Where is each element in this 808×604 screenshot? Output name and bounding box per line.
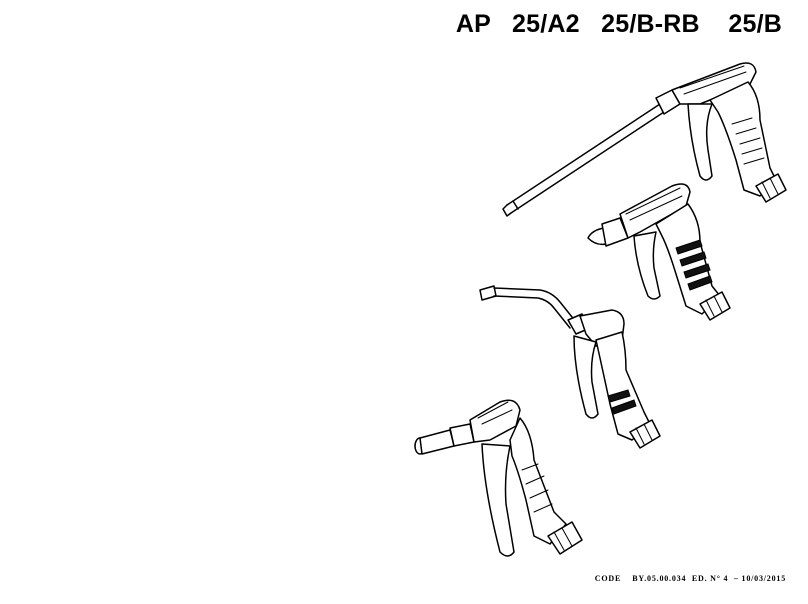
blow-gun-long-extension-icon	[502, 62, 787, 217]
blow-gun-bent-tube-icon	[479, 285, 661, 449]
models-title: AP 25/A2 25/B-RB 25/B	[455, 10, 782, 38]
document-code: CODE BY.05.00.034 ED. N° 4 – 10/03/2015	[594, 574, 786, 583]
blow-gun-short-nozzle-icon	[414, 399, 583, 557]
blow-gun-rubber-tip-icon	[587, 183, 731, 321]
